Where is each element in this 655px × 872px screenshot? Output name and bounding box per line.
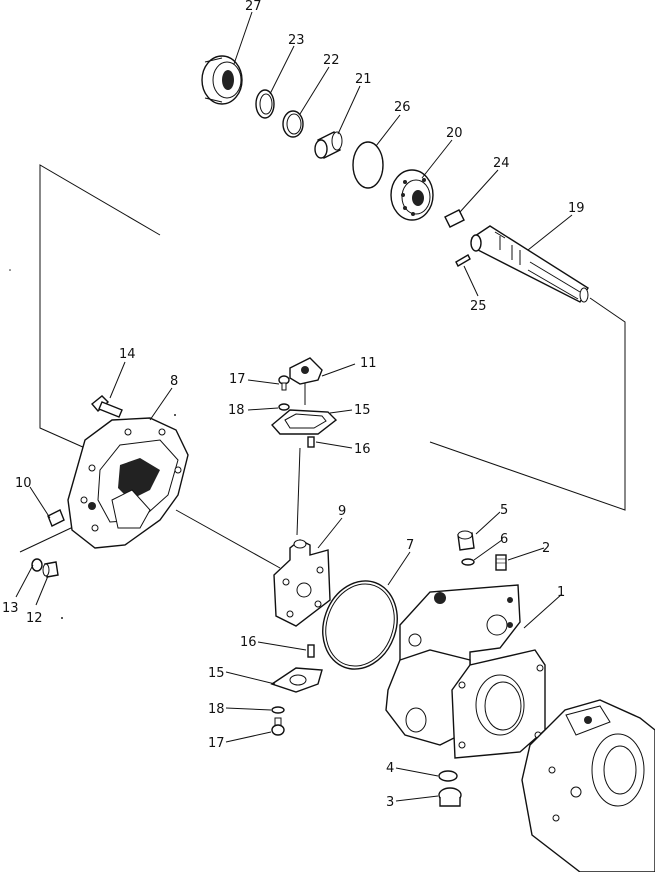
callout-1: 1 (557, 585, 565, 600)
spacer-21 (314, 131, 343, 159)
callout-19: 19 (568, 201, 585, 216)
washer-18-lower (271, 706, 285, 714)
o-ring-6 (461, 558, 475, 566)
callout-21: 21 (355, 72, 372, 87)
callout-2: 2 (542, 541, 550, 556)
callout-17-upper: 17 (229, 372, 246, 387)
callout-16-lower: 16 (240, 635, 257, 650)
valve-body-9 (273, 539, 331, 627)
callout-11: 11 (360, 356, 377, 371)
callout-10: 10 (15, 476, 32, 491)
cover-plate-11 (289, 357, 323, 385)
callout-23: 23 (288, 33, 305, 48)
pin-16-upper (307, 436, 315, 448)
callout-16-upper: 16 (354, 442, 371, 457)
callout-14: 14 (119, 347, 136, 362)
callout-3: 3 (386, 795, 394, 810)
bearing-20 (390, 169, 434, 221)
callout-17-lower: 17 (208, 736, 225, 751)
plug-3 (438, 787, 462, 807)
callout-20: 20 (446, 126, 463, 141)
callout-18-lower: 18 (208, 702, 225, 717)
plate-15-upper (270, 409, 338, 435)
key-24 (444, 209, 465, 228)
snap-ring-23 (255, 89, 275, 119)
leader-lines (15, 11, 573, 802)
o-ring-7 (322, 580, 398, 670)
callout-18-upper: 18 (228, 403, 245, 418)
scan-specks (9, 269, 176, 619)
callout-labels: 27 23 22 21 26 20 24 19 25 14 8 11 17 18… (2, 0, 585, 810)
callout-4: 4 (386, 761, 394, 776)
callout-15-upper: 15 (354, 403, 371, 418)
bolt-14 (90, 395, 123, 418)
callout-6: 6 (500, 532, 508, 547)
plug-12 (42, 561, 59, 578)
plug-10 (47, 509, 65, 527)
adjacent-pump-housing (521, 699, 655, 872)
ring-22 (282, 110, 304, 138)
cover-8 (67, 417, 189, 549)
callout-7: 7 (406, 538, 414, 553)
pin-16-lower (307, 644, 315, 658)
plate-15-lower (270, 667, 323, 693)
callout-24: 24 (493, 156, 510, 171)
o-ring-4 (438, 770, 458, 782)
callout-12: 12 (26, 611, 43, 626)
callout-27: 27 (245, 0, 262, 14)
shaft-19 (470, 225, 589, 303)
oil-seal-27 (201, 55, 243, 105)
plug-5 (457, 530, 475, 551)
pump-housing-1 (385, 584, 546, 759)
callout-9: 9 (338, 504, 346, 519)
callout-22: 22 (323, 53, 340, 68)
callout-25: 25 (470, 299, 487, 314)
snap-ring-26 (352, 141, 384, 189)
washer-18-upper (278, 403, 290, 411)
screw-17-upper (278, 375, 290, 391)
screw-17-lower (271, 717, 285, 736)
callout-5: 5 (500, 503, 508, 518)
callout-15-lower: 15 (208, 666, 225, 681)
callout-13: 13 (2, 601, 19, 616)
callout-26: 26 (394, 100, 411, 115)
pin-25 (455, 254, 471, 267)
plug-2 (495, 554, 507, 571)
callout-8: 8 (170, 374, 178, 389)
o-ring-13 (31, 558, 43, 572)
